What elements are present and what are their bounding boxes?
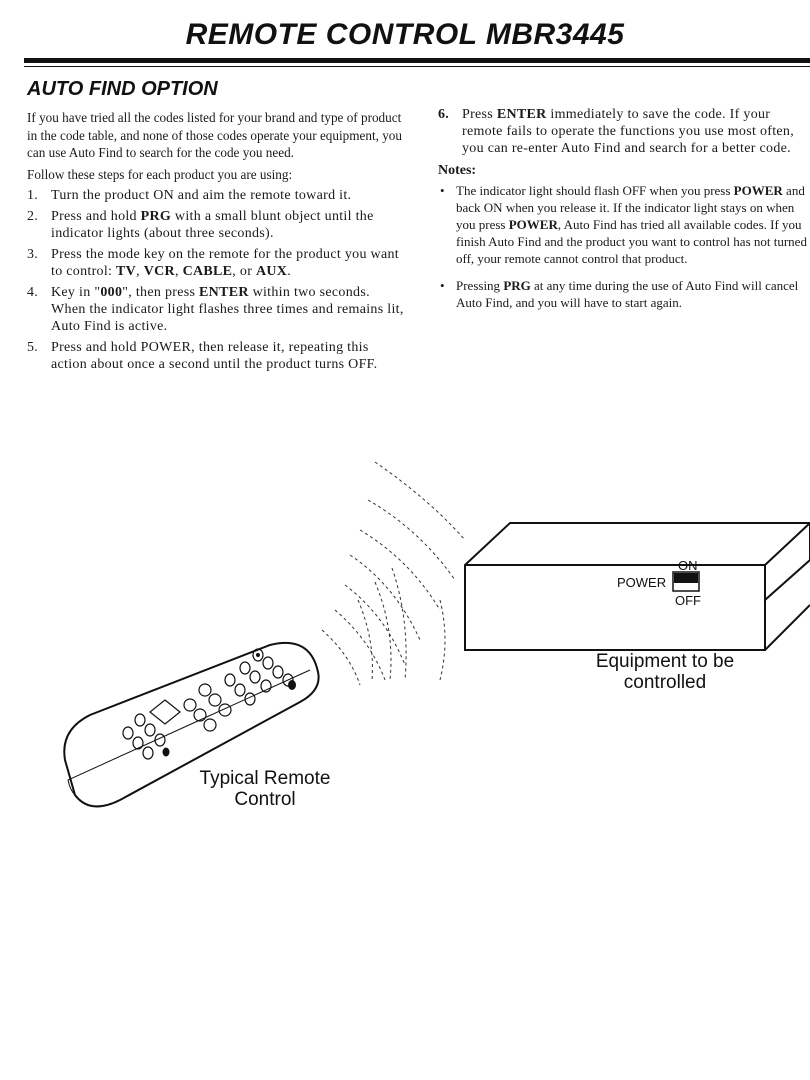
step-4: 4.Key in "000", then press ENTER within … <box>27 285 404 334</box>
switch-off-label: OFF <box>675 593 701 608</box>
remote-control-icon <box>63 641 320 808</box>
switch-on-label: ON <box>678 558 698 573</box>
right-column: 6.Press ENTER immediately to save the co… <box>438 106 810 321</box>
step-5: 5.Press and hold POWER, then release it,… <box>27 340 378 372</box>
intro-paragraph: If you have tried all the codes listed f… <box>27 110 402 160</box>
equipment-label: Equipment to be controlled <box>595 651 735 693</box>
intro-lead: Follow these steps for each product you … <box>27 166 293 182</box>
step-6: 6.Press ENTER immediately to save the co… <box>438 107 795 156</box>
signal-waves-icon <box>321 461 466 686</box>
page-title: REMOTE CONTROL MBR3445 <box>185 18 625 51</box>
section-title: AUTO FIND OPTION <box>27 78 218 100</box>
switch-power-label: POWER <box>617 575 666 590</box>
header-rule-thick <box>24 58 810 63</box>
steps-list-continued: 6.Press ENTER immediately to save the co… <box>438 106 810 157</box>
step-3: 3.Press the mode key on the remote for t… <box>27 247 399 279</box>
bullet-icon: • <box>440 278 445 293</box>
note-item: •Pressing PRG at any time during the use… <box>440 278 799 310</box>
auto-find-illustration: ON POWER OFF <box>63 461 810 808</box>
left-column: If you have tried all the codes listed f… <box>27 109 407 377</box>
remote-label: Typical Remote Control <box>199 768 331 810</box>
equipment-box-icon <box>464 522 810 651</box>
note-item: •The indicator light should flash OFF wh… <box>440 183 807 266</box>
notes-title: Notes: <box>438 163 477 178</box>
steps-list: 1.Turn the product ON and aim the remote… <box>27 187 407 373</box>
header-rule-thin <box>24 66 810 67</box>
notes-list: •The indicator light should flash OFF wh… <box>438 182 810 311</box>
bullet-icon: • <box>440 183 445 198</box>
step-2: 2.Press and hold PRG with a small blunt … <box>27 209 374 241</box>
step-1: 1.Turn the product ON and aim the remote… <box>27 188 352 203</box>
